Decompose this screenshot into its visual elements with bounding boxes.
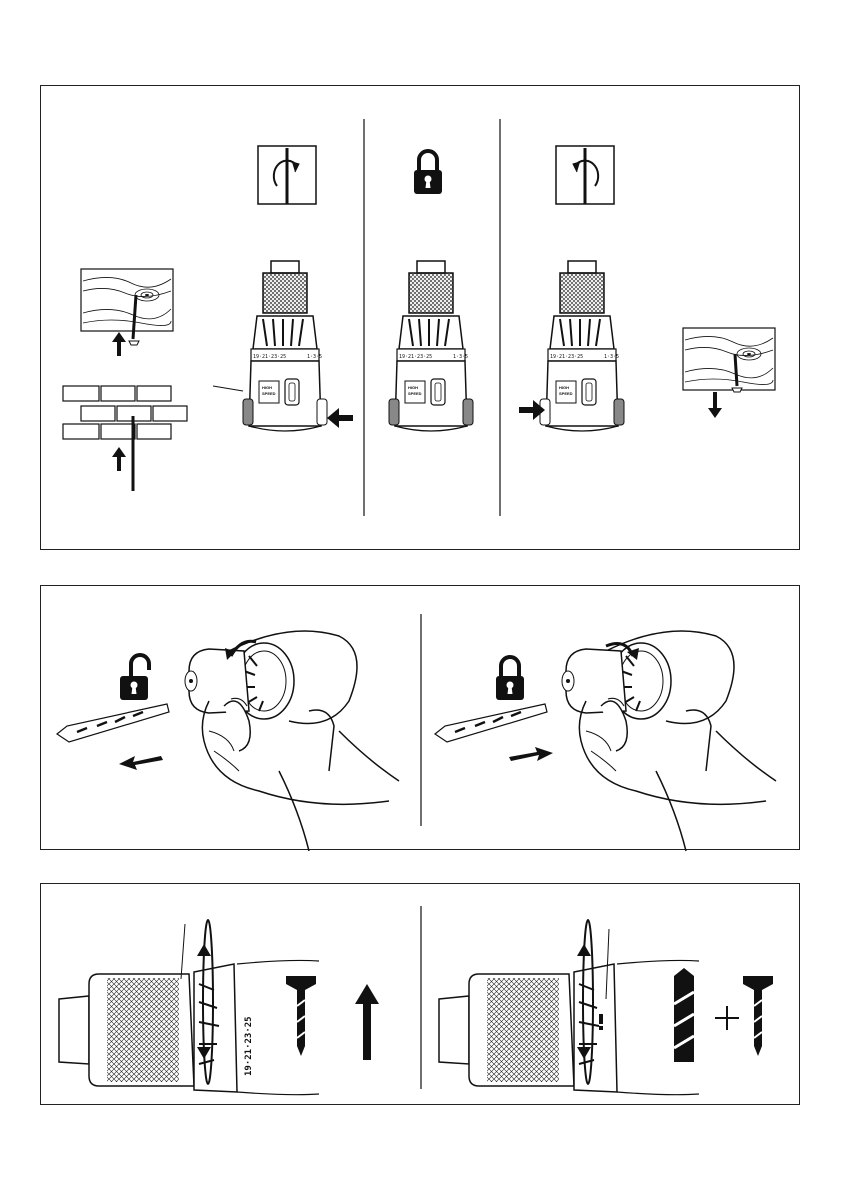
figure-rotation-direction: 19·21·23·25 1·3·5 HIGH SPEED 19·21·23·25… [40,85,800,550]
speed-label: HIGH [262,385,272,390]
drill-bit [57,704,169,742]
brick-wall [63,386,187,491]
drill-reverse: 19·21·23·25 1·3·5 HIGH SPEED [540,261,624,431]
figure-torque-setting: 19·21·23·25 [40,883,800,1105]
wood-screw-in [81,269,173,345]
torque-scale-label: 1·3·5 [604,354,619,360]
drill-bit [435,704,547,742]
torque-scale-label: 1·3·5 [307,354,322,360]
torque-scale-label: 19·21·23·25 [550,354,583,360]
screw-icon [743,976,773,1056]
arrow-left-icon [119,756,163,770]
torque-scale-label: 19·21·23·25 [244,1016,254,1076]
arrow-increase-icon [355,984,379,1060]
drill-bit-icon [674,968,694,1062]
arrow-up-icon [112,332,126,356]
torque-scale-label: 1·3·5 [453,354,468,360]
hand-closing-chuck [562,631,776,851]
rotation-direction-illustration: 19·21·23·25 1·3·5 HIGH SPEED 19·21·23·25… [41,86,801,551]
reverse-rotation-icon [556,146,614,204]
plus-icon [715,1006,739,1030]
arrow-up-icon [112,447,126,471]
torque-setting-illustration: 19·21·23·25 [41,884,801,1106]
drill-torque-drill [439,960,699,1094]
speed-label: SPEED [559,391,573,396]
torque-scale-label: 19·21·23·25 [253,354,286,360]
wood-screw-out [683,328,775,392]
screw-icon [286,976,316,1056]
forward-rotation-icon [258,146,316,204]
speed-label: HIGH [408,385,418,390]
lock-closed-icon [496,657,524,700]
drill-torque-screw: 19·21·23·25 [59,960,319,1094]
speed-label: HIGH [559,385,569,390]
hand-opening-chuck [185,631,399,851]
drill-locked: 19·21·23·25 1·3·5 HIGH SPEED [389,261,473,431]
arrow-right-icon [509,747,553,761]
chuck-bit-change-illustration [41,586,801,851]
lock-closed-icon [414,151,442,194]
speed-label: SPEED [408,391,422,396]
drill-forward: 19·21·23·25 1·3·5 HIGH SPEED [243,261,327,431]
speed-label: SPEED [262,391,276,396]
lock-open-icon [120,655,149,700]
torque-scale-label: 19·21·23·25 [399,354,432,360]
arrow-left-icon [327,408,353,428]
arrow-down-icon [708,392,722,418]
figure-chuck-bit-change [40,585,800,850]
